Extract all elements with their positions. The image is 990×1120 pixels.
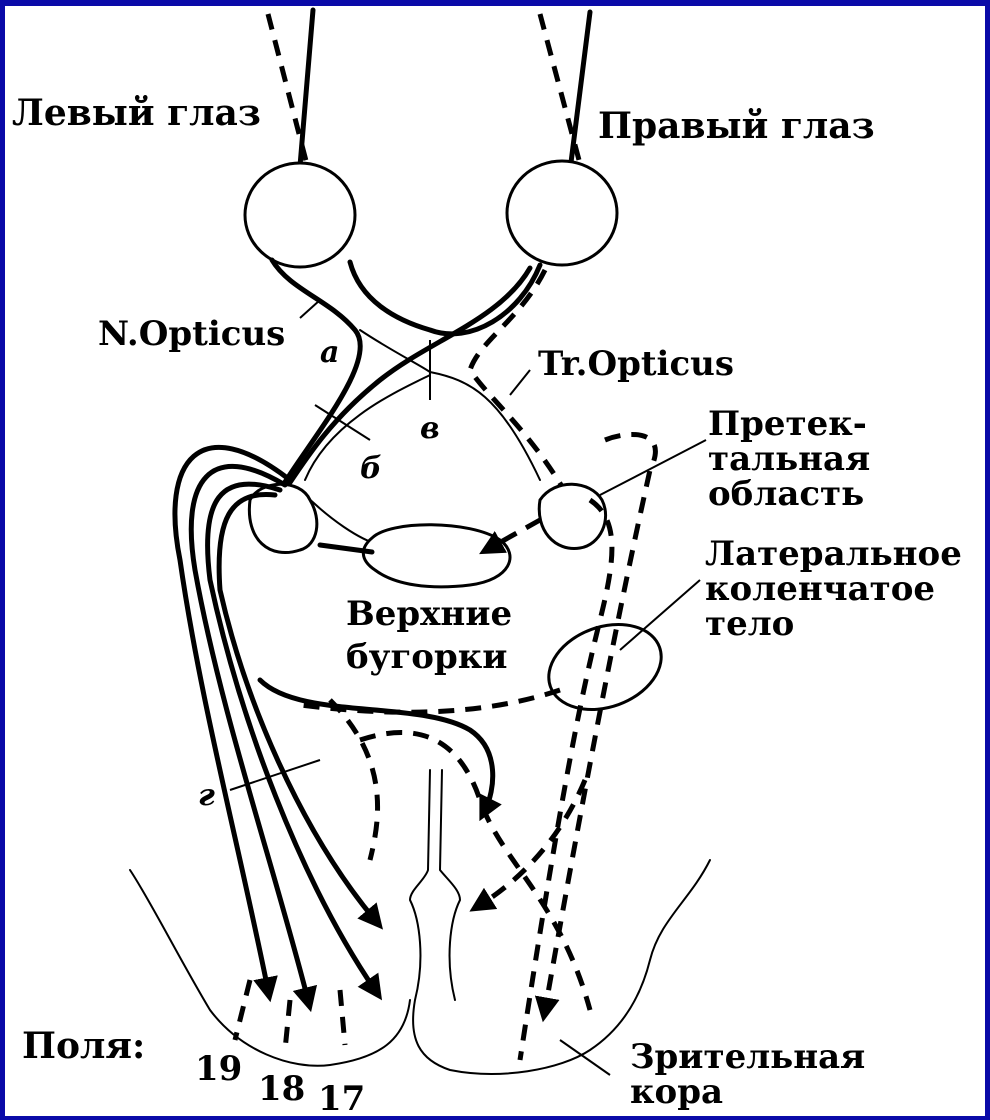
- mark-g: г: [198, 778, 215, 813]
- lateral-geniculate-body: [537, 610, 673, 725]
- pretectal-label-3: область: [708, 474, 864, 514]
- n-opticus-label: N.Opticus: [98, 314, 285, 354]
- left-eye: [245, 163, 355, 267]
- visual-cortex-label-1: Зрительная: [630, 1037, 865, 1077]
- lgn-label-2: коленчатое: [705, 569, 935, 609]
- brain-outline: [130, 770, 710, 1074]
- colliculi-label-1: Верхние: [346, 594, 512, 634]
- mark-v: в: [420, 411, 440, 446]
- fields-label: Поля:: [22, 1025, 145, 1067]
- left-eye-label: Левый глаз: [12, 92, 261, 134]
- superior-colliculi: [320, 520, 540, 587]
- mark-a: а: [320, 335, 339, 370]
- right-eye-label: Правый глаз: [598, 105, 875, 147]
- tr-opticus-label: Tr.Opticus: [538, 344, 734, 384]
- lgn-label-3: тело: [705, 604, 794, 644]
- pretectal-label-1: Претек-: [708, 404, 867, 444]
- field-19-label: 19: [195, 1049, 242, 1089]
- field-17-label: 17: [318, 1079, 365, 1119]
- right-eye: [507, 161, 617, 265]
- pretectal-right: [539, 484, 605, 548]
- pretectal-label-2: тальная: [708, 439, 870, 479]
- visual-cortex-label-2: кора: [630, 1072, 723, 1112]
- lgn-label-1: Латеральное: [705, 534, 962, 574]
- field-18-label: 18: [258, 1069, 305, 1109]
- mark-b: б: [360, 451, 382, 486]
- colliculi-label-2: бугорки: [346, 637, 508, 677]
